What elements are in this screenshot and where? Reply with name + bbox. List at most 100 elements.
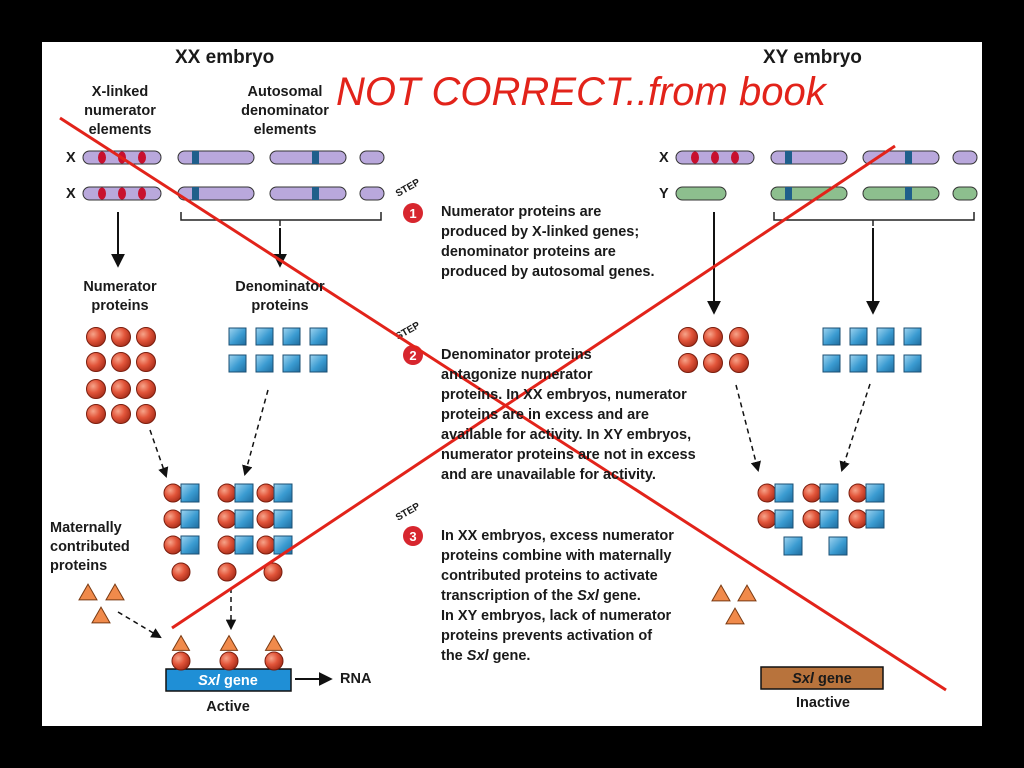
numerator-protein (256, 483, 276, 503)
numerator-protein (848, 483, 868, 503)
denominator-protein (849, 354, 868, 373)
denominator-protein (255, 354, 274, 373)
numerator-protein (136, 352, 156, 372)
numerator-protein (848, 509, 868, 529)
denominator-protein (903, 354, 922, 373)
sxl-gene-inactive-label: Sxl gene (792, 671, 852, 687)
xx-dashed-arrow-left (149, 429, 169, 478)
xy-chromosome-row-x (675, 150, 978, 165)
xy-dashed-arrow-right (839, 383, 871, 472)
numerator-protein (111, 352, 131, 372)
numerator-protein (171, 562, 191, 582)
denominator-protein (180, 535, 200, 555)
numerator-protein (802, 509, 822, 529)
denominator-protein (228, 327, 247, 346)
chrom-x-label-2: X (66, 186, 76, 202)
numerator-protein (757, 483, 777, 503)
denominator-protein (255, 327, 274, 346)
xx-embryo-header: XX embryo (175, 47, 275, 68)
xx-dashed-arrow-right (242, 389, 269, 477)
numerator-protein (136, 327, 156, 347)
svg-text:STEP: STEP (394, 177, 422, 200)
active-label: Active (206, 699, 250, 715)
numerator-protein (136, 404, 156, 424)
xy-embryo-header: XY embryo (763, 47, 862, 68)
numerator-protein (729, 327, 749, 347)
denominator-protein (234, 535, 254, 555)
step-3-badge: 3 STEP (394, 501, 423, 546)
denominator-protein (180, 483, 200, 503)
numerator-protein (111, 327, 131, 347)
maternal-protein-triangle (711, 584, 731, 602)
chrom-y-label: Y (659, 186, 669, 202)
numerator-protein (256, 535, 276, 555)
numerator-protein (678, 327, 698, 347)
denominator-protein (783, 536, 803, 556)
numerator-protein (171, 651, 191, 671)
numerator-protein (217, 535, 237, 555)
numerator-protein (678, 353, 698, 373)
xy-chromosome-row-y (675, 186, 978, 201)
numerator-protein (217, 562, 237, 582)
numerator-protein (703, 353, 723, 373)
sxl-gene-inactive-box (760, 666, 884, 690)
chrom-x-label-xy: X (659, 150, 669, 166)
maternal-protein-triangle (105, 583, 125, 601)
sxl-gene-active-label: Sxl gene (198, 673, 258, 689)
numerator-protein (163, 535, 183, 555)
maternal-protein-triangle (737, 584, 757, 602)
numerator-protein (163, 509, 183, 529)
numerator-protein (217, 509, 237, 529)
denominator-protein (282, 327, 301, 346)
rna-label: RNA (340, 671, 372, 687)
numerator-protein (256, 509, 276, 529)
svg-text:STEP: STEP (394, 501, 422, 524)
denominator-protein (234, 483, 254, 503)
denominator-protein (876, 354, 895, 373)
numerator-protein (86, 404, 106, 424)
step-1-badge: 1 STEP (394, 177, 423, 223)
numerator-protein (264, 651, 284, 671)
denominator-protein (309, 354, 328, 373)
denominator-protein (865, 483, 885, 503)
denominator-protein (774, 483, 794, 503)
denominator-protein (273, 483, 293, 503)
numerator-protein (217, 483, 237, 503)
maternal-protein-triangle (78, 583, 98, 601)
cross-line-1 (59, 116, 947, 692)
denominator-protein (819, 483, 839, 503)
maternal-protein-triangle (725, 607, 745, 625)
numerator-protein (86, 352, 106, 372)
numerator-protein (219, 651, 239, 671)
xx-chromosome-row-2 (82, 186, 385, 201)
denominator-protein (876, 327, 895, 346)
not-correct-stamp: NOT CORRECT..from book (336, 70, 826, 114)
numerator-protein (111, 379, 131, 399)
maternal-protein-triangle (219, 634, 239, 651)
denominator-protein (865, 509, 885, 529)
denominator-protein (273, 509, 293, 529)
numerator-protein (136, 379, 156, 399)
svg-text:1: 1 (409, 206, 416, 221)
xy-dashed-arrow-left (735, 384, 761, 473)
denominator-protein (309, 327, 328, 346)
maternal-protein-triangle (264, 634, 284, 651)
denominator-protein (849, 327, 868, 346)
denominator-protein (822, 327, 841, 346)
numerator-protein (802, 483, 822, 503)
denominator-protein (774, 509, 794, 529)
numerator-protein (703, 327, 723, 347)
svg-text:2: 2 (409, 348, 416, 363)
xx-autosome-bracket (180, 212, 382, 226)
xy-autosome-bracket (773, 212, 975, 226)
numerator-protein (757, 509, 777, 529)
svg-text:3: 3 (409, 529, 416, 544)
